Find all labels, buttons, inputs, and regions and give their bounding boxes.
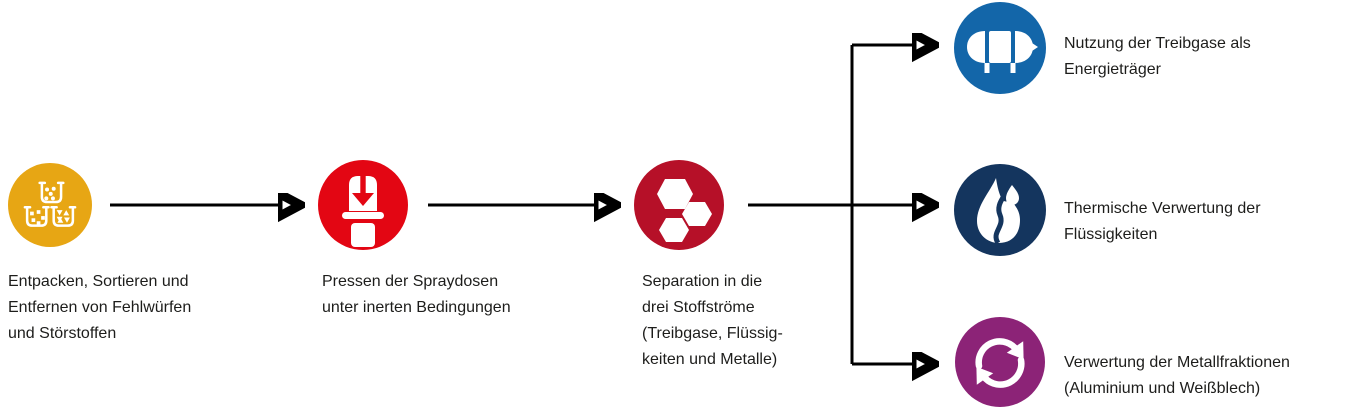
hexagons-icon [657,179,712,242]
recycle-arrows-icon [975,338,1025,388]
output-circle-gas [954,2,1046,94]
step-circle-pressing [318,160,408,250]
gas-tank-icon [967,31,1038,73]
sorting-bins-icon [23,181,77,227]
press-icon [342,170,384,247]
step-label-pressing: Pressen der Spraydosen unter inerten Bed… [322,273,511,316]
output-circle-thermal [954,164,1046,256]
output-label-metal: Verwertung der Metallfraktionen (Alumini… [1064,354,1290,397]
step-label-separation: Separation in die drei Stoffströme (Trei… [642,273,783,368]
step-circle-sorting [8,163,92,247]
flame-icon [977,178,1020,245]
output-label-thermal: Thermische Verwertung der Flüssigkeiten [1064,200,1261,243]
step-label-sorting: Entpacken, Sortieren und Entfernen von F… [8,273,192,342]
output-label-gas: Nutzung der Treibgase als Energieträger [1064,35,1251,78]
step-circle-separation [634,160,724,250]
output-circle-metal [955,317,1045,407]
